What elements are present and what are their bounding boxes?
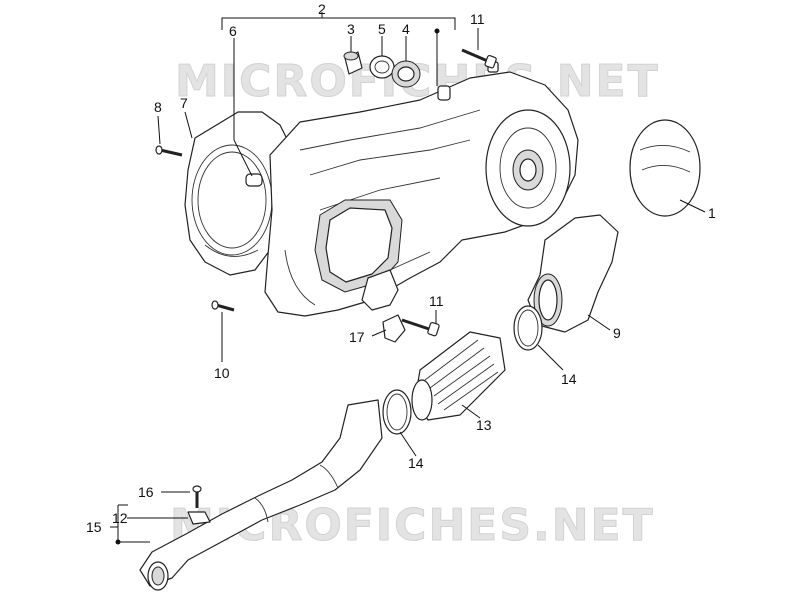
callout-5: 5 <box>378 21 386 37</box>
part-6-rubber-pad <box>245 173 263 187</box>
callout-6: 6 <box>229 23 237 39</box>
part-10-screw <box>211 300 235 312</box>
callout-16: 16 <box>138 484 154 500</box>
part-8-screw <box>155 145 183 157</box>
callout-17: 17 <box>349 329 365 345</box>
part-11-bolt-lower <box>401 318 440 337</box>
callout-11-lower: 11 <box>429 293 444 309</box>
part-16-screw <box>192 485 202 508</box>
callout-1: 1 <box>708 205 716 221</box>
callout-14-lower: 14 <box>408 455 424 471</box>
callout-14-upper: 14 <box>561 371 577 387</box>
part-11-bolt-top <box>461 48 497 69</box>
part-9-air-duct <box>527 214 619 333</box>
part-4-bearing <box>391 60 421 88</box>
part-12-clip <box>187 511 211 525</box>
callout-13: 13 <box>476 417 492 433</box>
part-14-clamp-lower <box>382 389 412 435</box>
part-14-clamp-upper <box>513 305 543 351</box>
part-5-oring <box>369 55 395 79</box>
callout-9: 9 <box>613 325 621 341</box>
callout-3: 3 <box>347 21 355 37</box>
part-1-cover-cap <box>629 119 701 217</box>
leader-lines <box>110 12 706 545</box>
part-7-inner-plate <box>184 111 291 276</box>
part-13-bellows <box>411 331 506 421</box>
callout-10: 10 <box>214 365 230 381</box>
callout-2: 2 <box>318 1 326 17</box>
part-15-intake-pipe <box>139 399 383 591</box>
part-2-transmission-cover <box>264 61 579 317</box>
part-17-bracket <box>382 314 406 343</box>
callout-12: 12 <box>112 510 128 526</box>
callout-7: 7 <box>180 95 188 111</box>
callout-8: 8 <box>154 99 162 115</box>
callout-4: 4 <box>402 21 410 37</box>
callout-15: 15 <box>86 519 102 535</box>
part-3-bushing <box>343 51 363 75</box>
callout-11-top: 11 <box>470 11 485 27</box>
